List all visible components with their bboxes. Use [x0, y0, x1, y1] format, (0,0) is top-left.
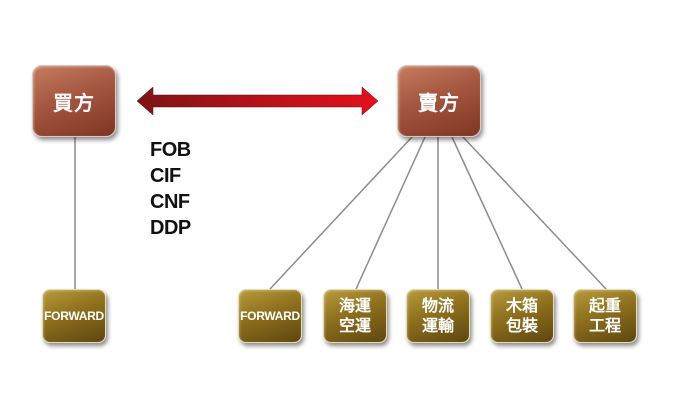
rigging-line-1: 起重 [588, 296, 621, 315]
rigging-engineering-node: 起重 工程 [573, 289, 637, 343]
crating-packing-node: 木箱 包裝 [490, 289, 554, 343]
rigging-line-2: 工程 [588, 316, 621, 335]
sea-air-line-2: 空運 [338, 316, 371, 335]
buyer-forward-label: FORWARD [44, 309, 104, 323]
trade-term: DDP [150, 217, 191, 239]
crating-line-2: 包裝 [505, 316, 538, 335]
buyer-label: 買方 [53, 90, 95, 115]
seller-connector-sea-air [355, 136, 426, 290]
trade-term: CIF [150, 165, 181, 187]
seller-forward-label: FORWARD [240, 309, 300, 323]
buyer-forward-node: FORWARD [42, 289, 106, 343]
buyer-node: 買方 [32, 65, 116, 137]
seller-node: 賣方 [397, 65, 481, 137]
crating-line-1: 木箱 [505, 296, 538, 315]
seller-connector-rigging [462, 136, 607, 290]
seller-connector-forward [269, 136, 413, 290]
logistics-line-1: 物流 [421, 296, 454, 315]
seller-connector-crating [451, 136, 523, 290]
logistics-line-2: 運輸 [421, 316, 454, 335]
trade-term: CNF [150, 191, 190, 213]
seller-forward-node: FORWARD [238, 289, 302, 343]
logistics-transport-node: 物流 運輸 [406, 289, 470, 343]
trade-terms-list: FOB CIF CNF DDP [150, 137, 191, 241]
seller-label: 賣方 [418, 90, 460, 115]
sea-air-freight-node: 海運 空運 [323, 289, 387, 343]
trade-term: FOB [150, 139, 191, 161]
sea-air-line-1: 海運 [338, 296, 371, 315]
double-headed-arrow-icon [136, 86, 379, 116]
